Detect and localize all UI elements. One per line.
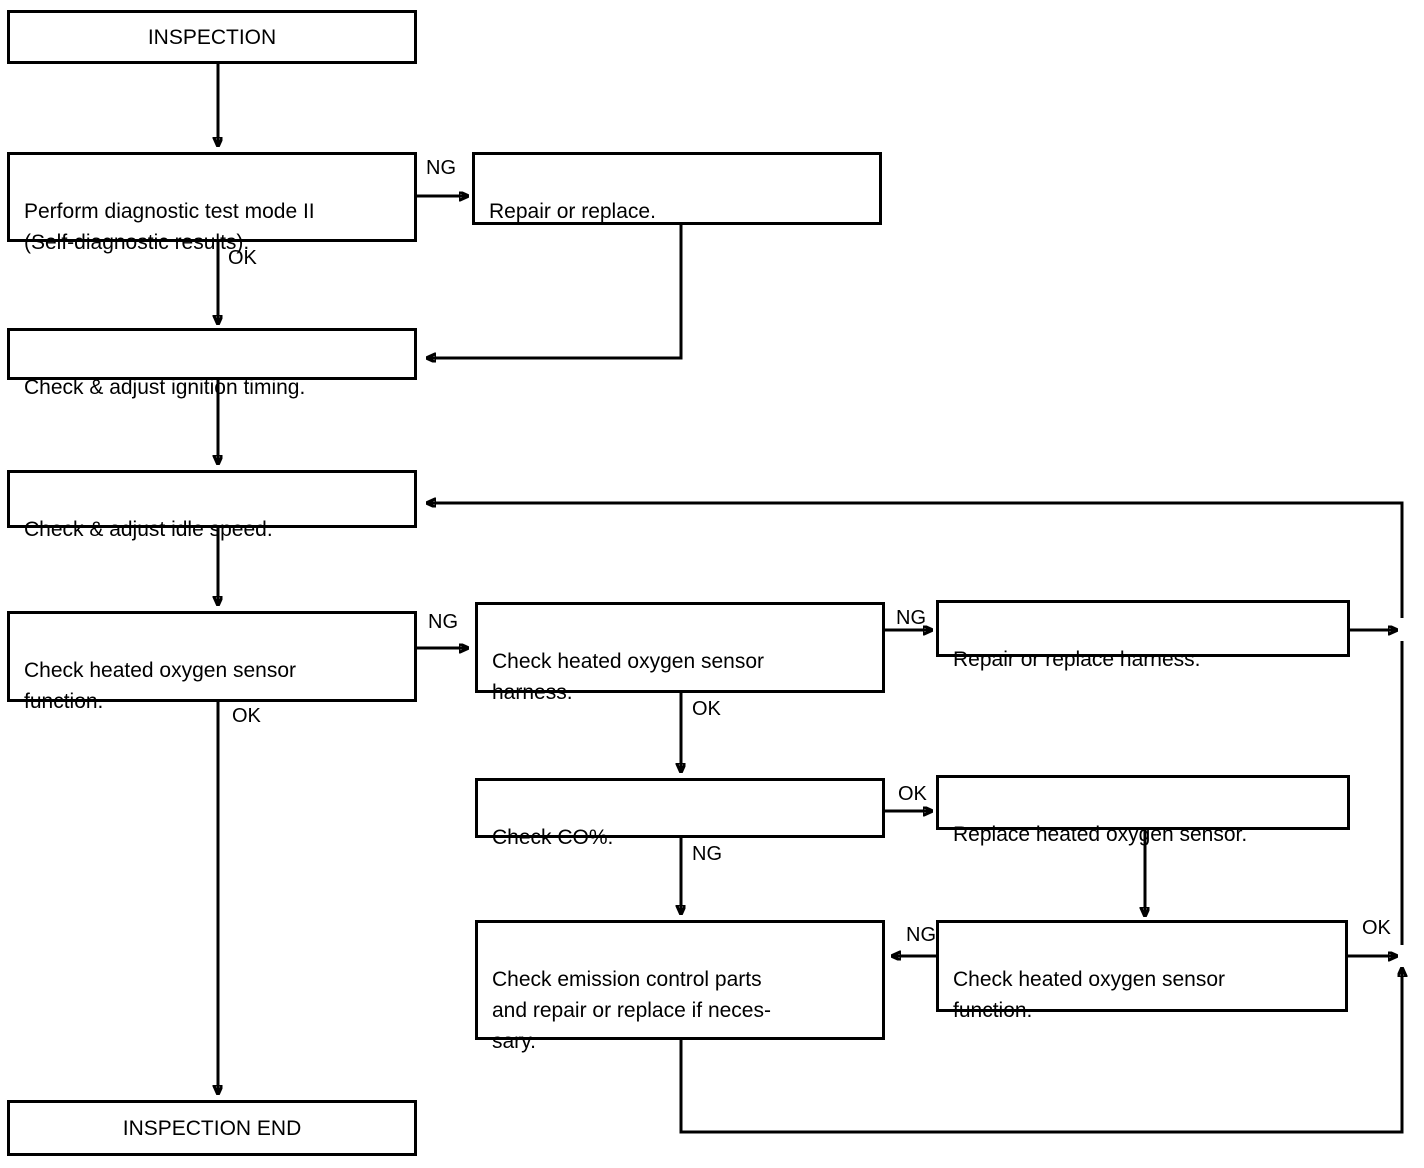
edge-label-co-ok: OK [898,783,927,805]
edge-repair-to-ignition [427,225,683,358]
node-check-idle-speed-label: Check & adjust idle speed. [24,518,273,541]
node-replace-o2-sensor[interactable]: Replace heated oxygen sensor. [936,775,1350,846]
node-check-idle-speed[interactable]: Check & adjust idle speed. [7,470,417,541]
edge-label-harness-ok: OK [692,698,721,720]
edge-label-diagnostic-ok: OK [228,247,257,269]
node-inspection-start-label: INSPECTION [147,25,277,49]
node-check-o2-function-label: Check heated oxygen sensor function. [24,659,297,713]
node-check-emission-parts-label: Check emission control parts and repair … [492,968,771,1053]
node-check-ignition-timing-label: Check & adjust ignition timing. [24,376,306,399]
node-inspection-start[interactable]: INSPECTION [7,10,417,64]
node-check-ignition-timing[interactable]: Check & adjust ignition timing. [7,328,417,399]
node-check-emission-parts[interactable]: Check emission control parts and repair … [475,920,885,1053]
node-inspection-end-label: INSPECTION END [122,1116,302,1140]
node-check-o2-harness-label: Check heated oxygen sensor harness. [492,650,765,704]
edge-label-o2function2-ok: OK [1362,917,1391,939]
edge-label-o2function-ng: NG [428,611,458,633]
edge-label-diagnostic-ng: NG [426,157,456,179]
node-repair-or-replace-label: Repair or replace. [489,200,656,223]
node-check-co[interactable]: Check CO%. [475,778,885,849]
node-check-o2-harness[interactable]: Check heated oxygen sensor harness. [475,602,885,704]
edge-label-harness-ng: NG [896,607,926,629]
edge-label-o2function-ok: OK [232,705,261,727]
edge-label-co-ng: NG [692,843,722,865]
node-replace-o2-sensor-label: Replace heated oxygen sensor. [953,823,1248,846]
edge-label-o2function2-ng: NG [906,924,936,946]
node-check-o2-function-2-label: Check heated oxygen sensor function. [953,968,1226,1022]
node-check-co-label: Check CO%. [492,826,614,849]
node-repair-replace-harness-label: Repair or replace harness. [953,648,1201,671]
node-check-o2-function[interactable]: Check heated oxygen sensor function. [7,611,417,713]
node-perform-diagnostic[interactable]: Perform diagnostic test mode II (Self-di… [7,152,417,254]
node-repair-replace-harness[interactable]: Repair or replace harness. [936,600,1350,671]
node-inspection-end[interactable]: INSPECTION END [7,1100,417,1156]
node-perform-diagnostic-label: Perform diagnostic test mode II (Self-di… [24,200,315,254]
node-check-o2-function-2[interactable]: Check heated oxygen sensor function. [936,920,1348,1022]
node-repair-or-replace[interactable]: Repair or replace. [472,152,882,225]
